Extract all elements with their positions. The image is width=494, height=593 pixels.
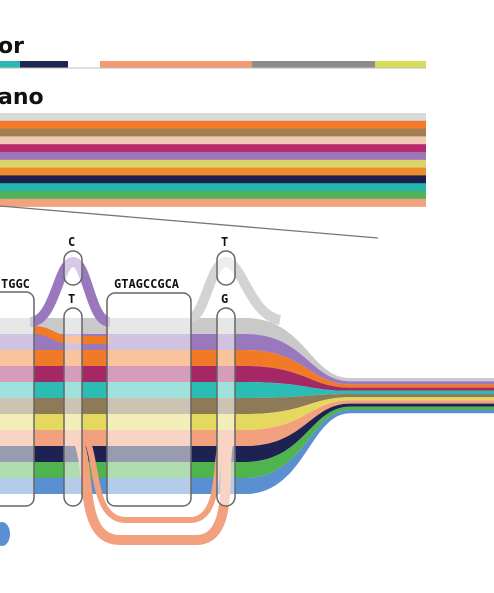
node-left-label: TGGC (1, 277, 30, 291)
node-snp2-bottom-label: G (221, 292, 228, 306)
node-left-box (0, 291, 35, 507)
stripe-band (0, 198, 426, 207)
flow-ribbon (0, 406, 494, 478)
node-middle-label: GTAGCCGCA (114, 277, 180, 291)
partial-blob (0, 522, 10, 546)
node-middle-box (106, 292, 192, 507)
top-bar-segment (0, 61, 20, 68)
node-snp1-bottom-label: T (68, 292, 75, 306)
stripe-band (0, 152, 426, 161)
stacked-haplotype-stripes (0, 113, 426, 207)
top-color-bar (0, 61, 426, 68)
node-snp2-top-label: T (221, 235, 228, 249)
stripe-band (0, 175, 426, 184)
top-bar-segment (375, 61, 426, 68)
stripe-band (0, 191, 426, 200)
stripe-band (0, 128, 426, 137)
flow-ribbon (0, 410, 494, 494)
node-snp1-top-label: C (68, 235, 75, 249)
stripe-band (0, 159, 426, 168)
top-bar-segment (20, 61, 68, 68)
node-snp2-bottom-box (216, 307, 236, 507)
top-bar-segment (68, 61, 100, 68)
stripe-band (0, 183, 426, 192)
node-snp1-top-box (63, 250, 83, 286)
stripe-band (0, 144, 426, 153)
top-bar-segment (252, 61, 375, 68)
stripe-band (0, 113, 426, 122)
zoom-guide-line (0, 205, 379, 239)
node-snp2-top-box (216, 250, 236, 286)
top-bar-segment (100, 61, 252, 68)
stripe-band (0, 120, 426, 129)
mid-section-label: ano (0, 85, 44, 110)
sequence-nodes (0, 250, 236, 507)
node-snp1-bottom-box (63, 307, 83, 507)
stripe-band (0, 167, 426, 176)
stripe-band (0, 136, 426, 145)
top-section-label: or (0, 34, 24, 59)
